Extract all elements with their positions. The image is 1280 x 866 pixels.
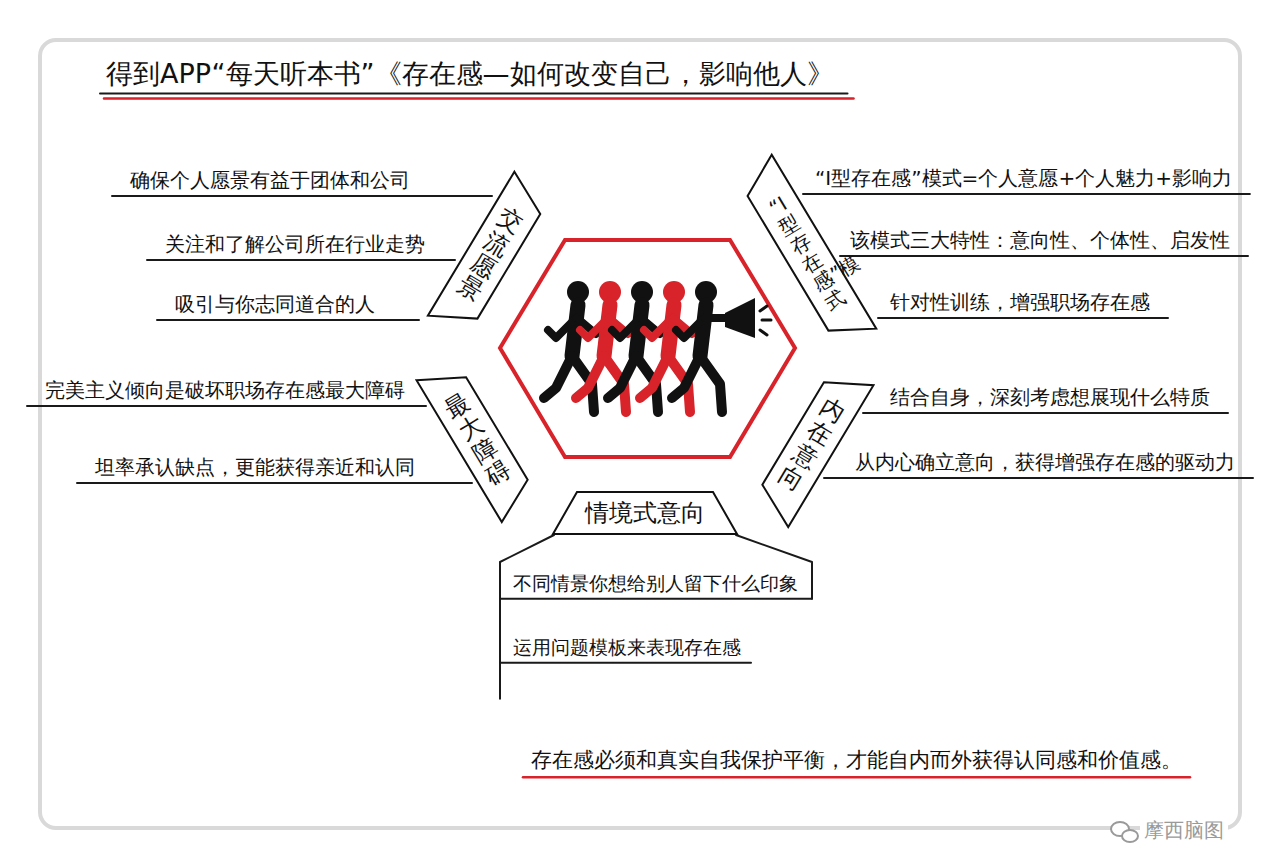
megaphone <box>725 298 771 338</box>
bracket-line <box>500 535 554 699</box>
leader-line <box>157 319 419 321</box>
leader-line <box>878 317 1168 319</box>
branch-text: 关注和了解公司所在行业走势 <box>165 232 425 256</box>
card-frame <box>40 40 1240 828</box>
branch-text: 结合自身，深刻考虑想展现什么特质 <box>890 385 1210 409</box>
band-label: 情境式意向 <box>585 499 705 528</box>
band-outline <box>553 492 737 534</box>
branch-text: 完美主义倾向是破坏职场存在感最大障碍 <box>45 378 405 402</box>
branch-text: 坦率承认缺点，更能获得亲近和认同 <box>95 455 415 479</box>
leader-line <box>112 195 492 197</box>
leader-line <box>500 598 812 600</box>
branch-text: 运用问题模板来表现存在感 <box>513 636 741 659</box>
band-outline <box>751 363 874 528</box>
center-hexagon <box>500 240 795 457</box>
band-outline <box>428 172 552 339</box>
leader-line <box>863 412 1228 414</box>
leader-line <box>77 482 472 484</box>
branch-text: 确保个人愿景有益于团体和公司 <box>130 168 410 192</box>
branch-text: 针对性训练，增强职场存在感 <box>890 290 1150 314</box>
branch-text: “I型存在感”模式=个人意愿+个人魅力+影响力 <box>815 166 1232 190</box>
band-outline <box>417 358 540 523</box>
watermark: 摩西脑图 <box>1140 818 1228 842</box>
band-box: 情境式意向 <box>552 491 738 535</box>
watermark-icon <box>1111 822 1138 842</box>
running-figures <box>544 281 726 412</box>
caption: 存在感必须和真实自我保护平衡，才能自内而外获得认同感和价值感。 <box>531 748 1182 773</box>
title-underline <box>100 92 848 94</box>
leader-line <box>27 405 426 407</box>
leader-line <box>840 255 1248 257</box>
leader-line <box>824 477 1253 479</box>
branch-text: 不同情景你想给别人留下什么印象 <box>513 572 798 595</box>
leader-line <box>147 259 455 261</box>
title: 得到APP“每天听本书”《存在感—如何改变自己，影响他人》 <box>106 58 834 90</box>
branch-text: 从内心确立意向，获得增强存在感的驱动力 <box>855 450 1235 474</box>
caption-underline <box>523 776 1190 779</box>
leader-line <box>803 193 1250 195</box>
branch-text: 吸引与你志同道合的人 <box>175 292 375 316</box>
title-underline-red <box>104 97 854 100</box>
branch-text: 该模式三大特性：意向性、个体性、启发性 <box>850 228 1230 252</box>
leader-line <box>500 662 751 664</box>
